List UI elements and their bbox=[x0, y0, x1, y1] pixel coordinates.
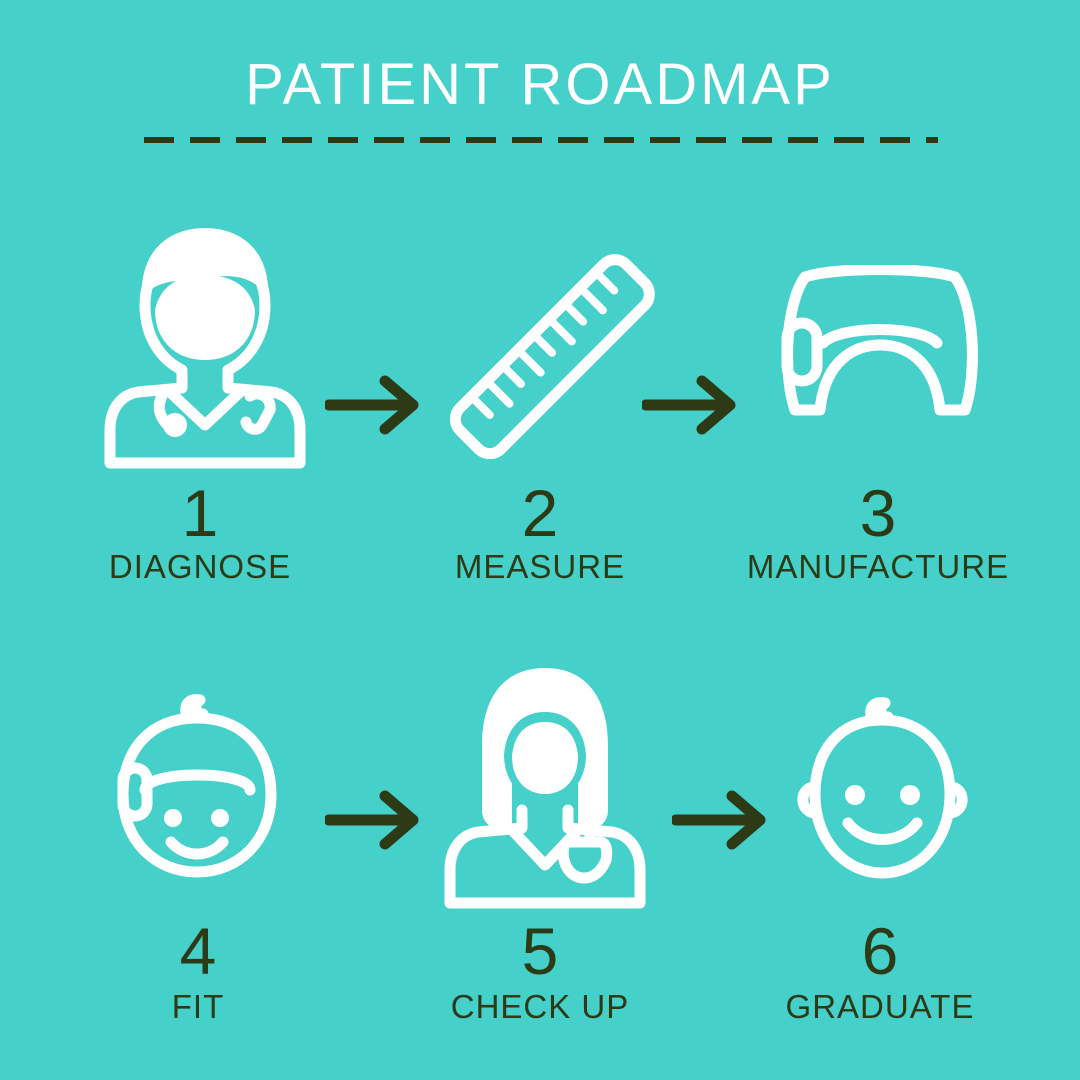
baby-face-icon bbox=[797, 697, 968, 879]
female-doctor-icon bbox=[444, 668, 646, 909]
step-number: 3 bbox=[859, 476, 897, 550]
title-divider bbox=[144, 137, 938, 143]
step-label: MANUFACTURE bbox=[746, 548, 1010, 585]
step-label: GRADUATE bbox=[785, 988, 975, 1025]
baby-with-helmet-icon bbox=[117, 694, 277, 878]
step-number: 6 bbox=[861, 914, 899, 988]
arrow-right-icon bbox=[672, 790, 766, 850]
doctor-icon bbox=[104, 228, 306, 469]
step-label: FIT bbox=[171, 988, 225, 1025]
ruler-icon bbox=[449, 254, 655, 460]
step-number: 2 bbox=[521, 476, 559, 550]
arrow-right-icon bbox=[325, 375, 419, 435]
step-label: MEASURE bbox=[454, 548, 626, 585]
step-number: 1 bbox=[181, 476, 219, 550]
helmet-icon bbox=[781, 265, 978, 416]
step-label: CHECK UP bbox=[450, 988, 630, 1025]
page-title: PATIENT ROADMAP bbox=[245, 52, 835, 117]
arrow-right-icon bbox=[325, 790, 419, 850]
step-label: DIAGNOSE bbox=[108, 548, 292, 585]
step-number: 5 bbox=[521, 914, 559, 988]
step-number: 4 bbox=[179, 914, 217, 988]
arrow-right-icon bbox=[642, 375, 736, 435]
